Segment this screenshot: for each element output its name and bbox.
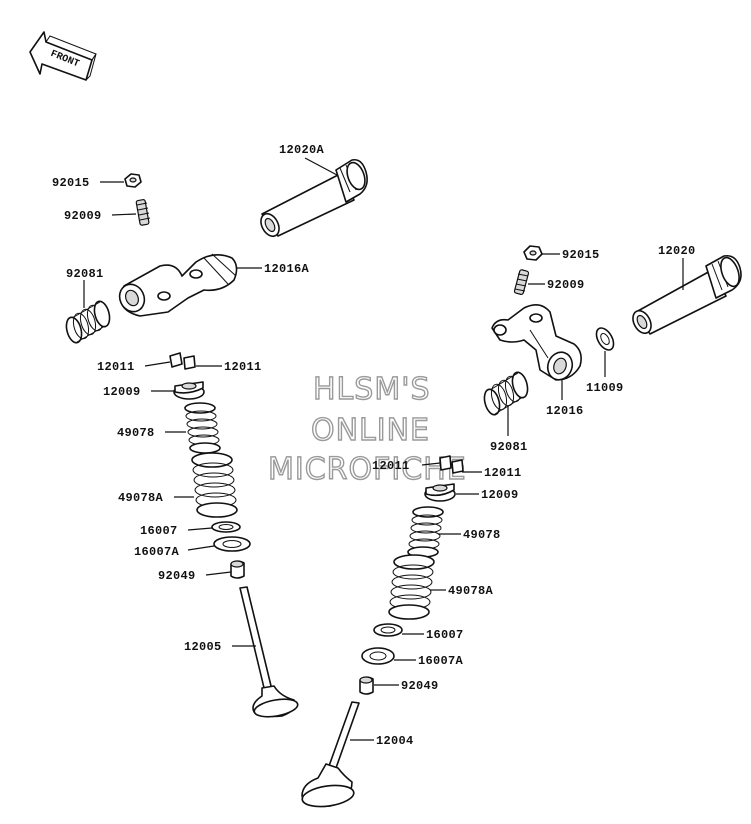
label-12005: 12005	[184, 640, 222, 654]
rocker-arm-12016A	[118, 253, 238, 317]
label-12011-right-b: 12011	[484, 466, 522, 480]
rocker-arm-12016	[491, 304, 582, 381]
right-leaders	[350, 253, 684, 741]
rocker-shaft-12020A	[260, 158, 368, 238]
lock-nut-92015-right	[523, 245, 543, 261]
valve-12005	[239, 586, 299, 718]
left-labels: 12020A 92015 92009 92081 12016A 12011 12…	[52, 143, 325, 654]
inner-spring-49078-left	[184, 402, 221, 454]
label-12011-left-b: 12011	[224, 360, 262, 374]
label-92049-left: 92049	[158, 569, 196, 583]
watermark: HLSM'S ONLINE MICROFICHE	[267, 371, 467, 487]
collet-12011-right	[439, 455, 464, 474]
stem-seal-92049-left	[230, 560, 245, 579]
label-12016A: 12016A	[264, 262, 310, 276]
label-92081-left: 92081	[66, 267, 104, 281]
stem-seal-92049-right	[359, 676, 374, 695]
label-92015-left: 92015	[52, 176, 90, 190]
rocker-spring-92081-right	[483, 371, 529, 416]
label-49078-right: 49078	[463, 528, 501, 542]
collet-12011-left	[169, 352, 196, 370]
adjust-screw-92009-right	[513, 269, 530, 296]
label-16007-left: 16007	[140, 524, 178, 538]
rocker-shaft-12020	[632, 254, 742, 335]
label-12020: 12020	[658, 244, 696, 258]
label-92081-right: 92081	[490, 440, 528, 454]
rocker-spring-92081-left	[65, 300, 111, 344]
watermark-line1: HLSM'S	[313, 372, 431, 407]
label-12004: 12004	[376, 734, 414, 748]
label-16007A-left: 16007A	[134, 545, 180, 559]
spring-seat-16007-left	[211, 521, 241, 533]
watermark-line3: MICROFICHE	[268, 452, 467, 487]
label-49078A-left: 49078A	[118, 491, 164, 505]
label-16007A-right: 16007A	[418, 654, 464, 668]
label-92009-right: 92009	[547, 278, 585, 292]
valve-12004	[301, 701, 360, 808]
adjust-screw-92009-left	[135, 199, 151, 226]
outer-spring-49078A-left	[191, 452, 238, 518]
label-92049-right: 92049	[401, 679, 439, 693]
label-11009: 11009	[586, 381, 624, 395]
washer-11009	[595, 327, 615, 351]
label-12016: 12016	[546, 404, 584, 418]
spring-seat-16007A-right	[361, 647, 395, 665]
watermark-line2: ONLINE	[311, 413, 430, 448]
label-12009-left: 12009	[103, 385, 141, 399]
spring-seat-16007A-left	[213, 536, 251, 552]
label-49078A-right: 49078A	[448, 584, 494, 598]
spring-seat-16007-right	[373, 623, 403, 637]
left-leaders	[83, 157, 338, 647]
retainer-12009-left	[173, 381, 205, 400]
label-49078-left: 49078	[117, 426, 155, 440]
retainer-12009-right	[424, 483, 456, 502]
outer-spring-49078A-right	[388, 554, 435, 620]
lock-nut-92015-left	[124, 173, 142, 188]
label-12020A: 12020A	[279, 143, 325, 157]
label-12011-right-a: 12011	[372, 459, 410, 473]
label-12009-right: 12009	[481, 488, 519, 502]
label-92009-left: 92009	[64, 209, 102, 223]
label-16007-right: 16007	[426, 628, 464, 642]
inner-spring-49078-right	[407, 506, 444, 558]
label-92015-right: 92015	[562, 248, 600, 262]
right-labels: 92015 92009 12020 11009 12016 92081 1201…	[372, 244, 696, 748]
label-12011-left-a: 12011	[97, 360, 135, 374]
front-arrow-icon: FRONT	[29, 31, 97, 81]
